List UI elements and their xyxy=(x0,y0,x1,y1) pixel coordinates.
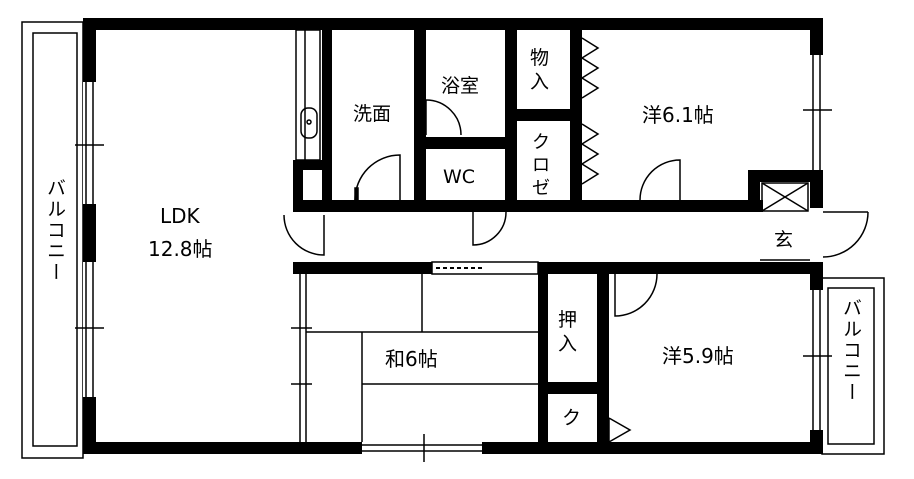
label-ldk: LDK xyxy=(160,204,201,228)
label-balcony-right: バルコニー xyxy=(840,298,862,403)
label-balcony-left: バルコニー xyxy=(44,178,66,283)
interior-walls xyxy=(293,30,823,454)
label-storage-top-1: 物 xyxy=(530,47,549,69)
label-western-room-2: 洋5.9帖 xyxy=(662,344,734,368)
tatami-grid xyxy=(291,274,538,442)
label-closet-3: ゼ xyxy=(532,178,550,199)
label-japanese-room: 和6帖 xyxy=(385,347,438,371)
label-bathroom: 浴室 xyxy=(441,75,479,97)
windows-left xyxy=(75,82,104,397)
label-ldk-size: 12.8帖 xyxy=(148,237,213,261)
label-closet-2: ロ xyxy=(532,155,550,176)
windows-right xyxy=(803,55,832,430)
label-washroom: 洗面 xyxy=(353,103,391,125)
window-bottom xyxy=(362,434,482,462)
label-storage-top-2: 入 xyxy=(530,71,549,93)
label-wc: WC xyxy=(443,166,475,188)
label-oshiire-2: 入 xyxy=(558,333,577,355)
label-oshiire-1: 押 xyxy=(558,309,577,331)
label-small-closet: ク xyxy=(562,407,581,429)
label-western-room-1: 洋6.1帖 xyxy=(642,103,714,127)
shoe-cabinet xyxy=(760,182,810,261)
sliding-doors-top xyxy=(431,261,539,275)
kitchen-counter xyxy=(295,29,321,161)
label-entrance: 玄 xyxy=(774,229,793,251)
label-closet-1: ク xyxy=(532,132,550,153)
doors xyxy=(283,37,869,443)
